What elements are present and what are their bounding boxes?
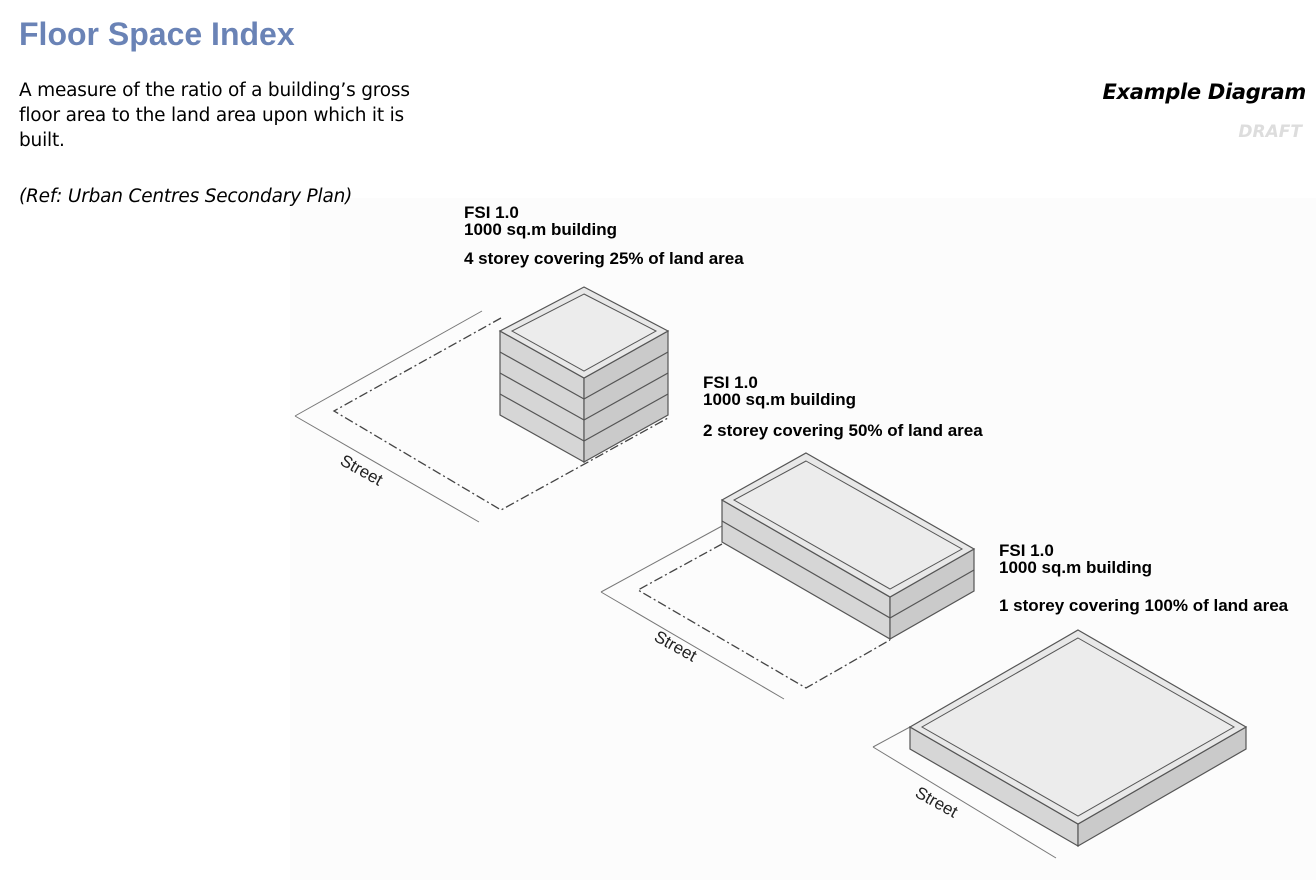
example-3-fsi: FSI 1.0 — [999, 541, 1054, 560]
description-text: A measure of the ratio of a building’s g… — [19, 80, 410, 151]
draft-watermark: DRAFT — [1238, 122, 1302, 142]
example-2-diagram: Street — [600, 452, 976, 700]
example-2-street-label: Street — [651, 627, 700, 666]
example-2-street-lines — [600, 525, 785, 700]
example-3-building — [908, 629, 1248, 848]
example-1-size: 1000 sq.m building — [464, 220, 618, 239]
example-2-annotation: FSI 1.0 1000 sq.m building 2 storey cove… — [703, 374, 983, 439]
example-2-fsi: FSI 1.0 — [703, 373, 758, 392]
page-title: Floor Space Index — [19, 16, 295, 52]
example-3-size: 1000 sq.m building — [999, 558, 1153, 577]
example-1-lot-boundary — [332, 317, 669, 511]
example-3-street-lines — [872, 726, 1057, 859]
example-3-description: 1 storey covering 100% of land area — [999, 596, 1289, 615]
example-3-diagram: Street — [872, 629, 1248, 859]
example-1-description: 4 storey covering 25% of land area — [464, 249, 744, 268]
example-1-street-label: Street — [337, 451, 386, 490]
example-2-size: 1000 sq.m building — [703, 390, 857, 409]
example-diagram-label: Example Diagram — [1102, 80, 1307, 104]
example-1-building — [498, 286, 670, 464]
example-3-annotation: FSI 1.0 1000 sq.m building 1 storey cove… — [999, 542, 1288, 614]
example-2-building — [720, 452, 976, 641]
example-1-fsi: FSI 1.0 — [464, 203, 519, 222]
example-1-street-lines — [294, 310, 483, 523]
example-1-diagram: Street — [294, 286, 670, 523]
example-2-description: 2 storey covering 50% of land area — [703, 421, 983, 440]
reference-text: (Ref: Urban Centres Secondary Plan) — [19, 186, 353, 207]
example-3-street-label: Street — [912, 783, 961, 822]
example-2-lot-boundary — [636, 543, 891, 689]
example-1-annotation: FSI 1.0 1000 sq.m building 4 storey cove… — [464, 204, 744, 267]
